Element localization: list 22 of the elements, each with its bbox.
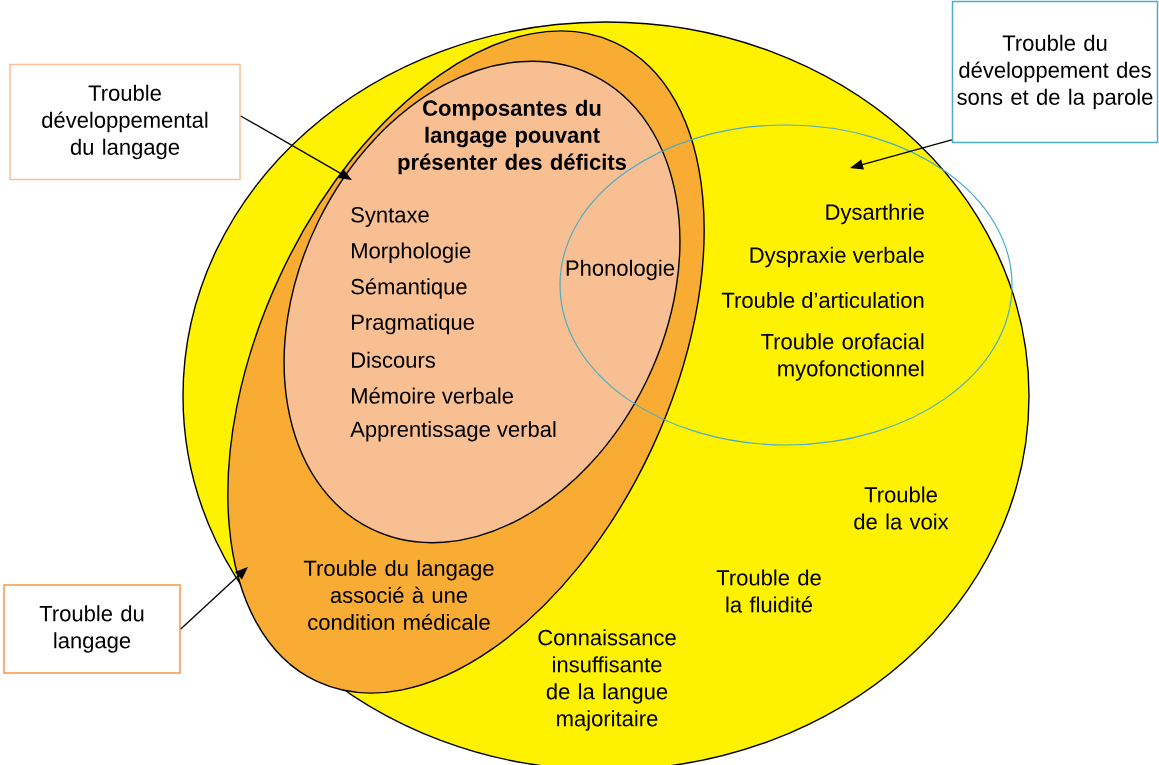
label-box: Trouble du langage: [3, 584, 181, 674]
term-label: Sémantique: [351, 278, 467, 299]
term-label: Connaissance insuffisante de la langue majoritaire: [538, 629, 676, 731]
label-box: Trouble du développement des sons et de la parole: [951, 0, 1159, 144]
term-label: Trouble du langage associé à une condition médicale: [303, 559, 494, 631]
term-label: Syntaxe: [351, 207, 429, 227]
term-label: Dysarthrie: [826, 203, 924, 225]
term-label: Trouble orofacial myofonctionnel: [761, 333, 924, 381]
term-label: Phonologie: [566, 259, 675, 281]
term-label: Morphologie: [352, 242, 471, 263]
term-label: Discours: [352, 351, 435, 368]
term-label: Apprentissage verbal: [350, 420, 556, 442]
term-label: Trouble de la voix: [854, 486, 949, 530]
term-label: Trouble de la fluidité: [716, 569, 821, 613]
term-label: Trouble d’articulation: [721, 291, 924, 309]
heading: Composantes du langage pouvant présenter des déficits: [398, 99, 626, 175]
label-box: Trouble développemental du langage: [9, 63, 241, 181]
term-label: Pragmatique: [352, 313, 474, 335]
term-label: Mémoire verbale: [352, 387, 513, 404]
term-label: Dyspraxie verbale: [750, 246, 924, 268]
arrow: [180, 567, 248, 630]
arrow: [240, 115, 352, 180]
